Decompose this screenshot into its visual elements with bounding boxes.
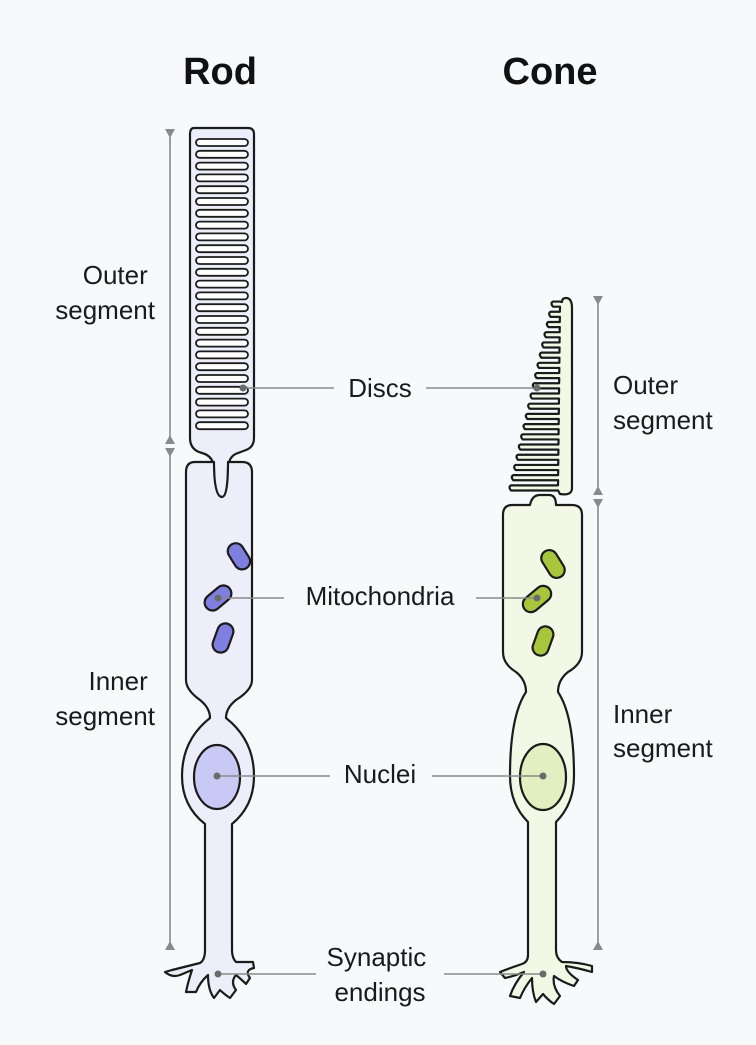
rod-disc	[195, 374, 249, 383]
rod-dimension-lines	[165, 129, 175, 950]
nuclei-callout: Nuclei	[213, 759, 547, 789]
cone-outer-segment-label: Outer segment	[613, 370, 713, 435]
rod-disc	[195, 421, 249, 431]
rod-disc	[195, 208, 249, 218]
rod-disc	[195, 315, 249, 324]
rod-disc	[195, 279, 249, 289]
discs-label: Discs	[348, 373, 412, 403]
rod-mitochondrion-3	[211, 622, 235, 654]
rod-disc	[195, 197, 249, 206]
rod-disc	[195, 138, 249, 147]
rod-discs	[195, 138, 249, 431]
mitochondria-callout: Mitochondria	[214, 581, 541, 611]
rod-disc	[195, 338, 249, 348]
rod-disc	[195, 173, 249, 183]
rod-disc	[195, 267, 249, 277]
rod-disc	[195, 303, 249, 313]
rod-mitochondrion-1	[226, 542, 252, 571]
rod-disc	[195, 397, 249, 407]
cone-outer-segment	[508, 296, 574, 496]
rod-disc	[195, 362, 249, 372]
rod-disc	[195, 149, 249, 159]
rod-title: Rod	[183, 51, 257, 93]
rod-disc	[195, 326, 249, 336]
rod-disc	[195, 385, 249, 395]
rod-disc	[195, 185, 249, 195]
cone-cell	[498, 296, 594, 1006]
rod-disc	[195, 244, 249, 254]
rod-disc	[195, 291, 249, 301]
rod-inner-segment	[163, 460, 256, 1000]
rod-disc	[195, 220, 249, 230]
cone-mitochondrion-3	[531, 625, 555, 657]
rod-inner-segment-label: Inner segment	[55, 666, 155, 731]
rod-disc	[195, 256, 249, 265]
cone-dimension-lines	[593, 296, 603, 950]
cone-inner-segment-label: Inner segment	[613, 699, 713, 763]
nuclei-label: Nuclei	[344, 759, 416, 789]
rod-disc	[195, 232, 249, 242]
cone-title: Cone	[503, 51, 598, 93]
synaptic-callout: Synaptic endings	[214, 942, 547, 1007]
rod-outer-segment-label: Outer segment	[55, 260, 155, 325]
cone-mitochondrion-1	[540, 548, 566, 580]
rod-cell	[163, 126, 256, 1000]
rod-outer-segment	[188, 126, 256, 499]
synaptic-endings-label: Synaptic endings	[327, 942, 434, 1007]
mitochondria-label: Mitochondria	[306, 581, 455, 611]
rod-disc	[195, 350, 249, 360]
rod-disc	[195, 161, 249, 171]
rod-disc	[195, 409, 249, 419]
discs-callout: Discs	[239, 373, 541, 403]
